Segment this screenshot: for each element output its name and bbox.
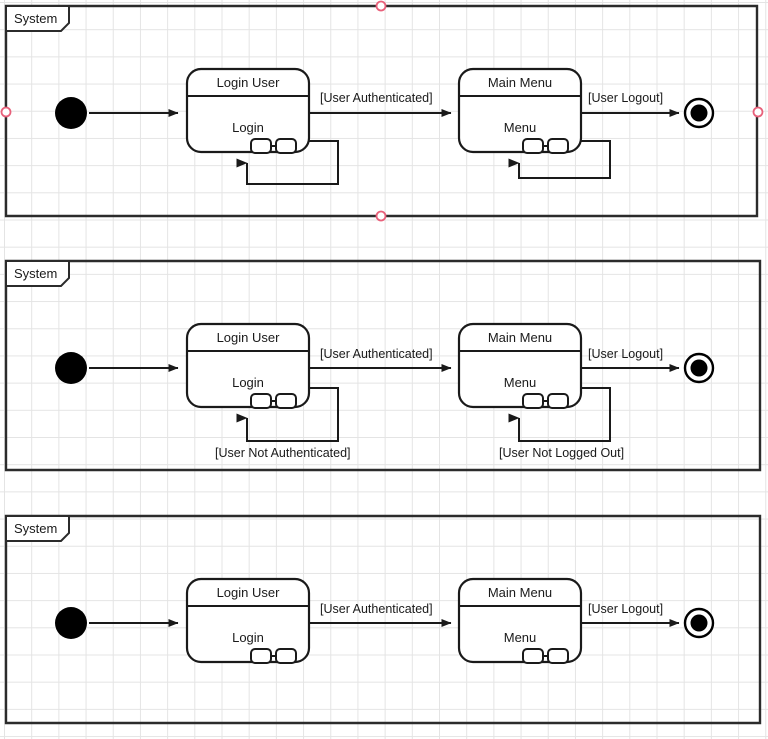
frame-3-label: System: [14, 521, 58, 536]
frame-2-label: System: [14, 266, 58, 281]
composite-state-icon: [250, 138, 297, 154]
frame-3-border[interactable]: [4, 514, 762, 725]
composite-state-icon: [522, 138, 569, 154]
selection-handle-left[interactable]: [0, 106, 12, 118]
composite-state-icon: [250, 393, 297, 409]
state-login-user-title: Login User: [216, 585, 280, 600]
frame-3-name-tab[interactable]: [5, 515, 70, 542]
state-main-menu[interactable]: [457, 67, 583, 154]
edge-label-user-logout: [User Logout]: [588, 602, 664, 616]
edge-label-user-logout: [User Logout]: [588, 91, 664, 105]
final-state[interactable]: [683, 607, 715, 639]
composite-state-icon: [522, 648, 569, 664]
final-state[interactable]: [683, 352, 715, 384]
self-loop-main-menu[interactable]: [508, 387, 611, 442]
frame-1: [0, 0, 764, 222]
edge-label-user-authenticated: [User Authenticated]: [320, 602, 433, 616]
self-loop-main-menu[interactable]: [508, 140, 611, 179]
state-main-menu[interactable]: [457, 577, 583, 664]
state-main-menu[interactable]: [457, 322, 583, 409]
state-login-user-activity: Login: [232, 375, 264, 390]
state-main-menu-activity: Menu: [503, 375, 537, 390]
edge-label-user-logout: [User Logout]: [588, 347, 664, 361]
state-main-menu-title: Main Menu: [487, 75, 553, 90]
edge-label-user-authenticated: [User Authenticated]: [320, 91, 433, 105]
frame-1-border[interactable]: [4, 4, 759, 218]
self-loop-login-user[interactable]: [236, 387, 339, 442]
state-login-user[interactable]: [185, 322, 311, 409]
state-login-user-title: Login User: [216, 330, 280, 345]
frame-2-border[interactable]: [4, 259, 762, 472]
selection-handle-bottom[interactable]: [375, 210, 387, 222]
initial-state[interactable]: [55, 352, 87, 384]
state-main-menu-title: Main Menu: [487, 585, 553, 600]
frame-2-name-tab[interactable]: [5, 260, 70, 287]
composite-state-icon: [250, 648, 297, 664]
selection-handle-top[interactable]: [375, 0, 387, 12]
final-state[interactable]: [683, 97, 715, 129]
initial-state[interactable]: [55, 607, 87, 639]
frame-3: [4, 514, 762, 725]
frame-2: [4, 259, 762, 472]
selection-handle-right[interactable]: [752, 106, 764, 118]
frame-1-label: System: [14, 11, 58, 26]
edge-label-user-not-logged-out: [User Not Logged Out]: [499, 446, 625, 460]
state-main-menu-title: Main Menu: [487, 330, 553, 345]
state-login-user-activity: Login: [232, 120, 264, 135]
state-main-menu-activity: Menu: [503, 630, 537, 645]
frame-1-name-tab[interactable]: [5, 5, 70, 32]
edge-label-user-authenticated: [User Authenticated]: [320, 347, 433, 361]
self-loop-login-user[interactable]: [236, 140, 339, 185]
state-main-menu-activity: Menu: [503, 120, 537, 135]
initial-state[interactable]: [55, 97, 87, 129]
composite-state-icon: [522, 393, 569, 409]
edge-label-user-not-authenticated: [User Not Authenticated]: [215, 446, 351, 460]
state-login-user[interactable]: [185, 67, 311, 154]
state-login-user-activity: Login: [232, 630, 264, 645]
state-login-user-title: Login User: [216, 75, 280, 90]
state-login-user[interactable]: [185, 577, 311, 664]
